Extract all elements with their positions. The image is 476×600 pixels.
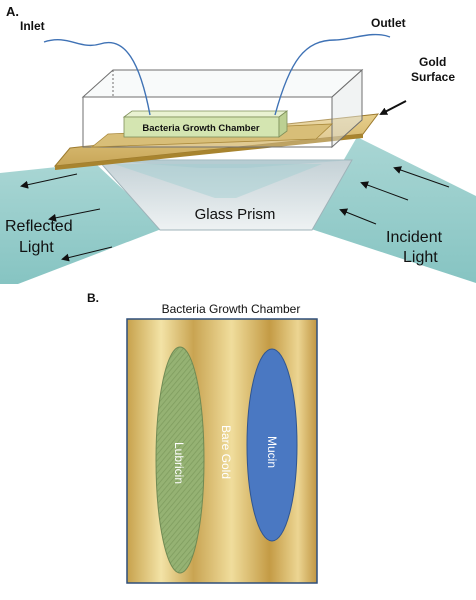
gold-label-line2: Surface: [411, 70, 455, 84]
inlet-label: Inlet: [20, 19, 45, 33]
reflected-label-line2: Light: [19, 239, 54, 256]
gold-label-line1: Gold: [419, 55, 446, 69]
prism-light-path: [114, 164, 322, 198]
mucin-label: Mucin: [265, 436, 279, 468]
panel-b-letter: B.: [87, 291, 99, 305]
inlet-tube: [43, 39, 151, 116]
panel-a: A. Glass Prism Bacteria Growth Chamber: [0, 4, 476, 284]
panel-b: B. Bacteria Growth Chamber Lubricin Bare…: [87, 291, 318, 584]
incident-light-beam: [305, 137, 476, 283]
outlet-tube: [274, 33, 391, 116]
lubricin-region: [155, 346, 205, 574]
panel-a-letter: A.: [6, 4, 19, 19]
outlet-label: Outlet: [371, 16, 406, 30]
incident-label-line1: Incident: [386, 229, 443, 246]
prism-label: Glass Prism: [195, 206, 276, 223]
mucin-region: [246, 348, 298, 542]
reflected-light-beam: [0, 163, 164, 284]
chamber-label: Bacteria Growth Chamber: [142, 123, 259, 134]
reflected-arrows: [20, 173, 113, 262]
incident-label-line2: Light: [403, 249, 438, 266]
prism-inner-face: [98, 160, 352, 168]
panel-b-title: Bacteria Growth Chamber: [162, 302, 301, 316]
lubricin-label: Lubricin: [172, 442, 186, 484]
reflected-label-line1: Reflected: [5, 218, 73, 235]
chamber-side-face: [278, 110, 288, 138]
gold-pointer-arrow: [379, 100, 407, 115]
bare-gold-label: Bare Gold: [219, 425, 233, 479]
incident-arrows: [339, 166, 450, 225]
chamber-top-face: [122, 110, 289, 118]
gold-surface-edge: [55, 134, 363, 170]
